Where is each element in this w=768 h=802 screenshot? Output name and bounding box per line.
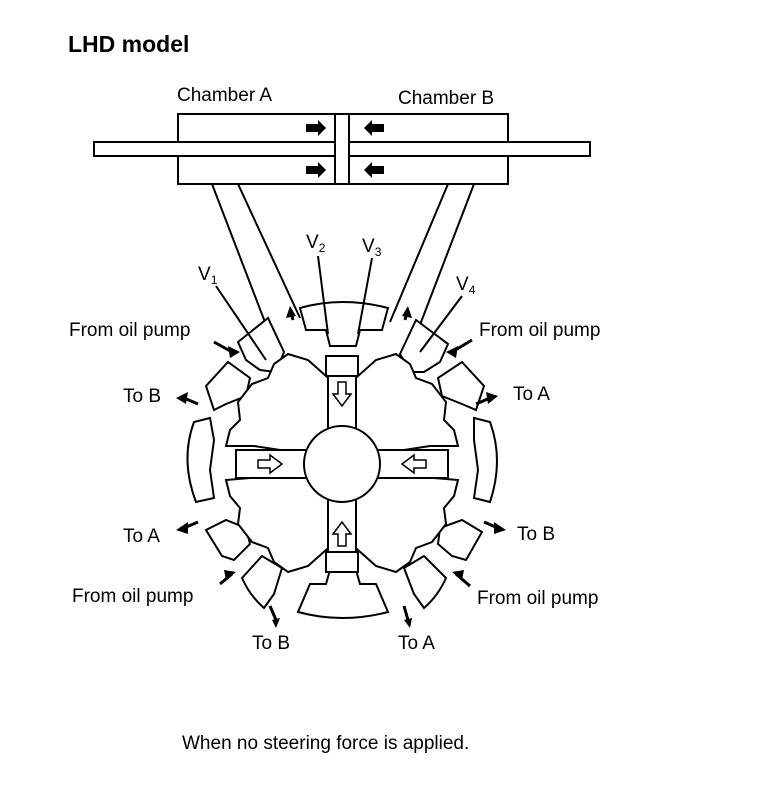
valve-label-v1: V1 (198, 264, 218, 287)
label-to-b-bottom: To B (252, 633, 290, 654)
arrow-to-a-right (486, 392, 498, 404)
valve-label-v3: V3 (362, 236, 382, 259)
chamber-b-arrow-bottom (364, 162, 384, 178)
housing-segment-top (298, 301, 390, 347)
piston (334, 113, 350, 185)
label-to-b-left: To B (123, 386, 161, 407)
label-to-a-left: To A (123, 526, 160, 547)
arrow-to-b-right (494, 522, 506, 534)
housing-segment-right-mid (472, 416, 498, 504)
arrow-to-b-left (176, 392, 188, 404)
flow-arrow-down (331, 381, 353, 408)
valve-label-v4: V4 (456, 274, 476, 297)
label-to-a-bottom: To A (398, 633, 435, 654)
port-arrows (176, 306, 506, 628)
housing-segment-bottom-right (402, 554, 448, 610)
label-to-a-right: To A (513, 384, 550, 405)
housing-segment-bottom (296, 569, 390, 619)
power-cylinder (93, 113, 591, 185)
chamber-b-arrow-top (364, 120, 384, 136)
label-to-b-right: To B (517, 524, 555, 545)
flow-arrow-left (400, 453, 427, 475)
valve-leaders (215, 255, 463, 361)
chamber-a-arrow-top (306, 120, 326, 136)
housing-segment-bottom-left (240, 554, 284, 610)
diagram-title: LHD model (68, 31, 189, 57)
arrow-to-b-bottom (272, 618, 280, 628)
valve-label-v2: V2 (306, 232, 326, 255)
chamber-a-arrow-bottom (306, 162, 326, 178)
housing-segment-left-lower (204, 518, 252, 562)
arrow-to-a-bottom (404, 618, 412, 628)
chamber-a-label: Chamber A (177, 85, 272, 106)
passage-to-chamber-a (211, 183, 301, 331)
label-from-oil-pump-upper-right: From oil pump (479, 320, 600, 341)
rotor-center-hub (303, 425, 381, 503)
label-from-oil-pump-lower-left: From oil pump (72, 586, 193, 607)
arrow-from-pump-upper-left (228, 346, 240, 358)
arrow-to-a-left (176, 522, 188, 534)
housing-segment-left-mid (186, 416, 216, 504)
housing-segment-right-lower (436, 518, 484, 562)
chamber-b-label: Chamber B (398, 88, 494, 109)
label-from-oil-pump-lower-right: From oil pump (477, 588, 598, 609)
passage-to-chamber-b (389, 183, 475, 331)
flow-arrow-right (257, 453, 284, 475)
label-from-oil-pump-upper-left: From oil pump (69, 320, 190, 341)
flow-arrow-up (331, 520, 353, 547)
diagram-caption: When no steering force is applied. (182, 733, 469, 754)
